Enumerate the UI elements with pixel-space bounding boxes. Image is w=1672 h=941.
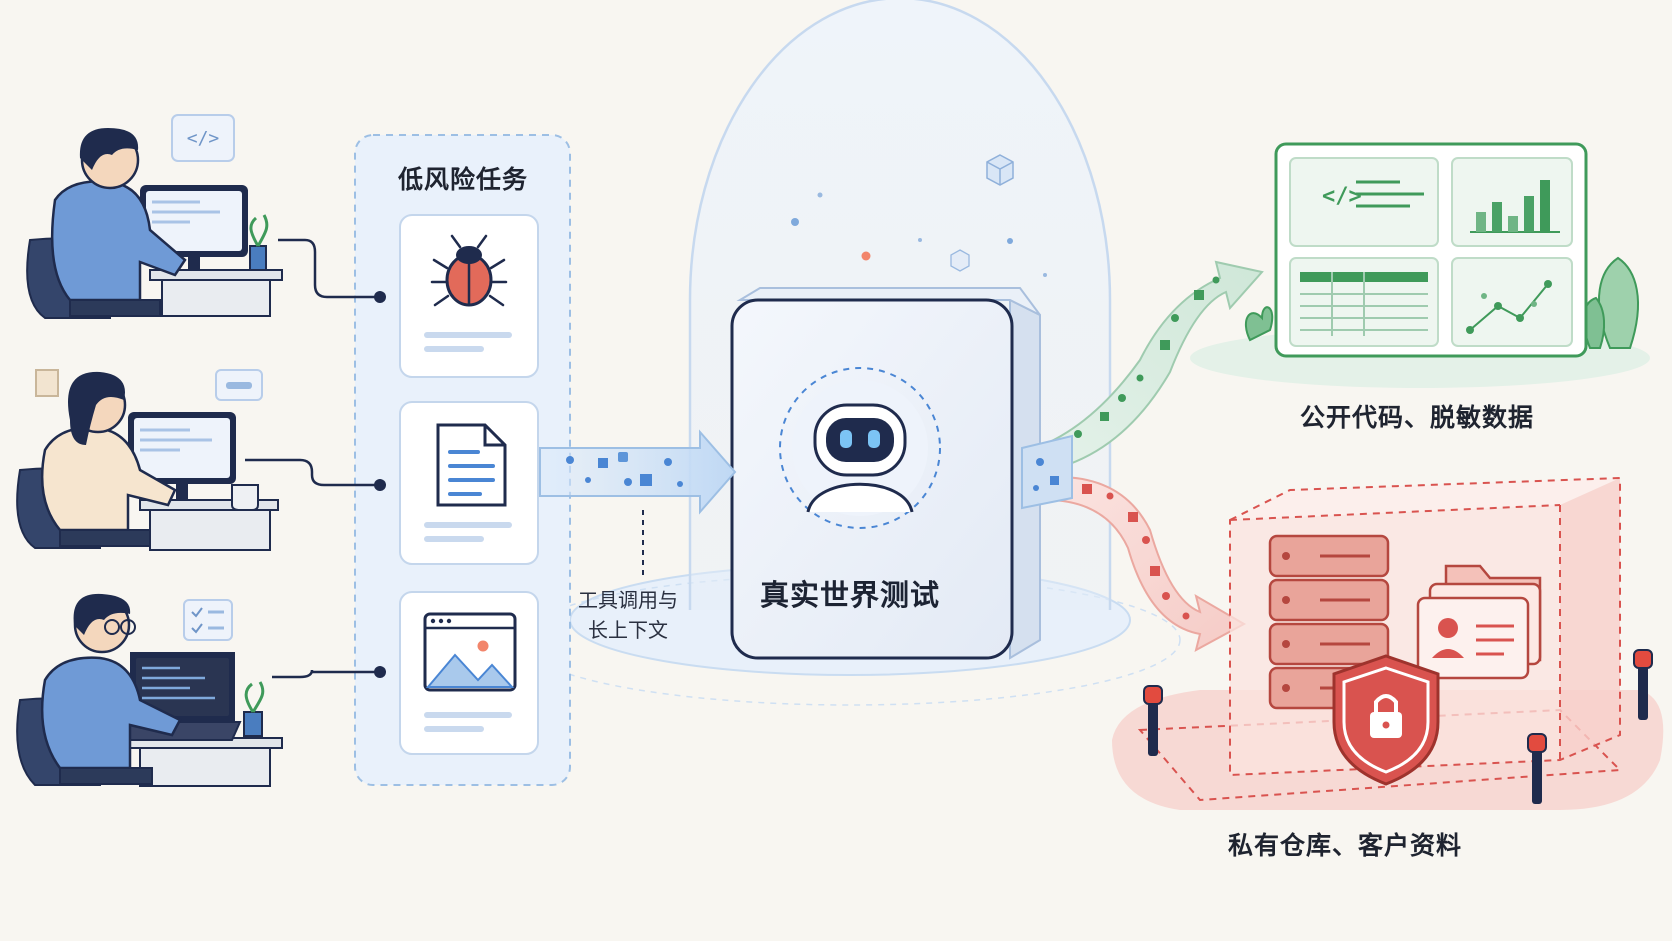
connector-dot	[374, 666, 386, 678]
task-card-image	[399, 591, 539, 755]
public-zone: </>	[1190, 142, 1650, 388]
connector-dot	[374, 291, 386, 303]
document-icon	[436, 423, 507, 507]
bug-icon	[430, 234, 508, 307]
scatter-panel	[1451, 257, 1573, 347]
image-icon	[423, 612, 517, 692]
barrier-posts	[1143, 649, 1653, 804]
sandbox-box	[730, 287, 1041, 660]
public-flow-arrow	[1028, 260, 1264, 474]
public-zone-label: 公开代码、脱敏数据	[1300, 403, 1535, 432]
table-panel	[1289, 257, 1439, 347]
connector-lines	[245, 238, 380, 679]
svg-text:</>: </>	[187, 128, 220, 149]
private-zone-label: 私有仓库、客户资料	[1228, 831, 1463, 860]
input-flow-arrow	[539, 429, 737, 575]
flow-label: 工具调用与 长上下文	[578, 585, 678, 645]
code-panel: </>	[1289, 157, 1439, 247]
bar-chart-panel	[1451, 157, 1573, 247]
server-stack-icon	[1268, 534, 1390, 710]
robot-icon	[806, 403, 914, 513]
developer-3	[16, 593, 283, 787]
task-panel-title: 低风险任务	[398, 165, 529, 194]
sandbox-label: 真实世界测试	[760, 578, 941, 612]
flow-label-line1: 工具调用与	[578, 588, 678, 612]
flow-label-line2: 长上下文	[588, 618, 668, 642]
connector-dot	[374, 479, 386, 491]
developer-2	[16, 369, 279, 551]
developer-1: </>	[26, 114, 283, 319]
code-icon: </>	[1322, 184, 1362, 209]
task-card-document	[399, 401, 539, 565]
shield-lock-icon	[1332, 654, 1440, 786]
private-zone	[1112, 476, 1664, 810]
output-port	[1021, 434, 1073, 510]
task-card-bug	[399, 214, 539, 378]
floating-cube-icon	[950, 249, 970, 272]
floating-cube-icon	[986, 154, 1014, 186]
customer-file-icon	[1416, 564, 1542, 680]
